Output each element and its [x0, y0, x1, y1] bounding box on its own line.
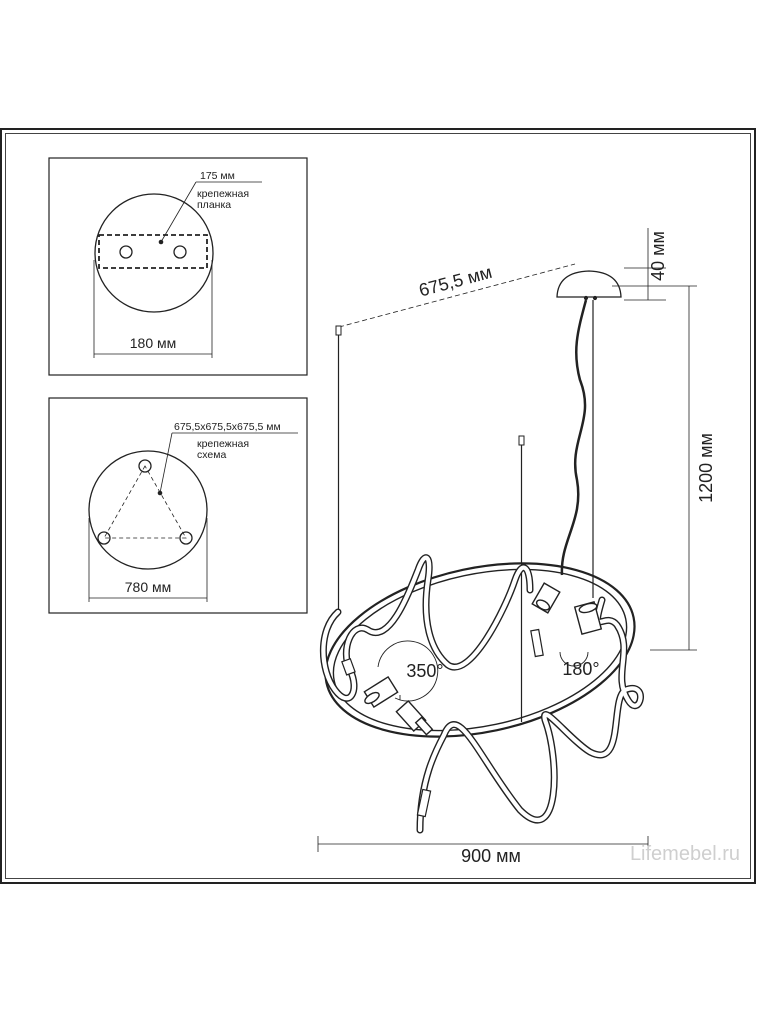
- spotlight-icon: [363, 675, 399, 709]
- bracket-size-label: 175 мм: [200, 170, 235, 182]
- main-ring-inner: [332, 568, 628, 732]
- suspension-height-label: 1200 мм: [696, 433, 716, 503]
- triangle-side-label: 675,5 мм: [417, 262, 494, 301]
- ring-circle: [88, 450, 208, 570]
- canopy-height-label: 40 мм: [648, 231, 668, 281]
- spotlight-icon: [416, 788, 432, 818]
- mount-point-icon: [97, 531, 111, 545]
- canopy-diameter-label: 180 мм: [130, 335, 177, 351]
- rotation-arc-left: [377, 640, 439, 702]
- canopy-detail-panel: 175 мм крепежная планка 180 мм: [48, 157, 308, 376]
- total-width-label: 900 мм: [461, 846, 521, 866]
- mount-point-icon: [179, 531, 193, 545]
- mount-point-icon: [138, 459, 152, 473]
- spotlight-icon: [573, 601, 603, 635]
- spotlight-icon: [530, 628, 544, 658]
- outer-frame: [0, 128, 756, 884]
- chandelier-drawing: 675,5 мм 40 мм 1200 мм: [317, 228, 716, 866]
- rotation-left-label: 350°: [406, 661, 443, 681]
- scheme-label-1: крепежная: [197, 438, 249, 450]
- inner-frame: [5, 133, 751, 879]
- rotation-right-label: 180°: [562, 659, 599, 679]
- screw-hole-icon: [119, 245, 133, 259]
- scheme-size-label: 675,5x675,5x675,5 мм: [174, 421, 281, 433]
- watermark-text: Lifemebel.ru: [630, 843, 740, 865]
- panel-border: [48, 397, 308, 614]
- spotlight-icon: [341, 657, 356, 676]
- mounting-bracket: [98, 234, 208, 269]
- ring-diameter-label: 780 мм: [125, 579, 172, 595]
- scheme-label-2: схема: [197, 449, 226, 461]
- spotlight-icon: [395, 699, 434, 736]
- screw-hole-icon: [173, 245, 187, 259]
- bracket-label-1: крепежная: [197, 188, 249, 200]
- panel-border: [48, 157, 308, 376]
- led-tube: [319, 554, 644, 834]
- spotlight-icon: [531, 582, 561, 614]
- bracket-label-2: планка: [197, 199, 231, 211]
- mounting-scheme-panel: 675,5x675,5x675,5 мм крепежная схема 780…: [48, 397, 308, 614]
- canopy: [556, 270, 622, 298]
- power-cord: [560, 299, 588, 576]
- rotation-arc-right: [559, 651, 589, 667]
- main-ring: [324, 562, 636, 738]
- canopy-circle: [94, 193, 214, 313]
- mounting-triangle: [103, 465, 187, 539]
